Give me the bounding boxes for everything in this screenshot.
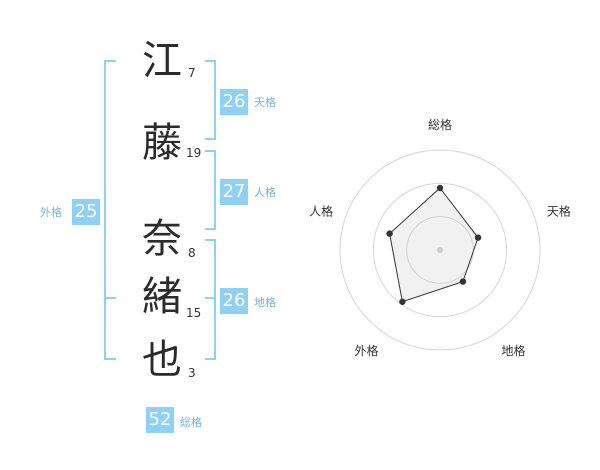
chikaku-label: 地格 [254,296,276,309]
radar-point-4 [399,298,406,305]
stroke-count-1: 7 [188,66,196,80]
tenkaku-bracket [205,60,216,140]
name-char-5: 也 [142,337,182,383]
chikaku-bracket [205,239,216,360]
tenkaku-value: 26 [220,89,248,115]
name-char-2: 藤 [142,120,182,166]
name-char-3: 奈 [142,216,182,262]
jinkaku-value: 27 [220,179,248,205]
radar-series-polygon [389,187,479,303]
stroke-count-2: 19 [186,146,202,160]
stroke-count-3: 8 [188,246,196,260]
soukaku-label: 総格 [180,416,202,429]
gaikaku-label: 外格 [40,206,62,219]
radar-ring-2 [372,182,508,318]
radar-point-1 [436,184,444,192]
radar-point-5 [386,230,393,237]
name-char-1: 江 [142,38,182,84]
radar-point-3 [459,278,467,285]
stroke-count-5: 3 [188,366,196,380]
radar-axis-label-4: 外格 [355,343,379,358]
gaikaku-value: 25 [72,199,100,225]
soukaku-value: 52 [146,407,174,433]
jinkaku-bracket [205,150,216,230]
stroke-count-4: 15 [186,306,202,320]
radar-axis-label-3: 地格 [501,343,525,358]
radar-center-point [437,247,443,253]
name-char-4: 緒 [142,274,182,320]
jinkaku-label: 人格 [254,186,276,199]
tenkaku-label: 天格 [254,96,276,109]
gaikaku-bracket [104,60,116,360]
radar-ring-3 [339,149,541,351]
radar-axis-label-5: 人格 [309,203,333,218]
radar-axis-label-2: 天格 [547,203,571,218]
chikaku-value: 26 [220,288,248,314]
radar-point-2 [474,234,482,241]
radar-axis-label-1: 総格 [428,117,452,132]
